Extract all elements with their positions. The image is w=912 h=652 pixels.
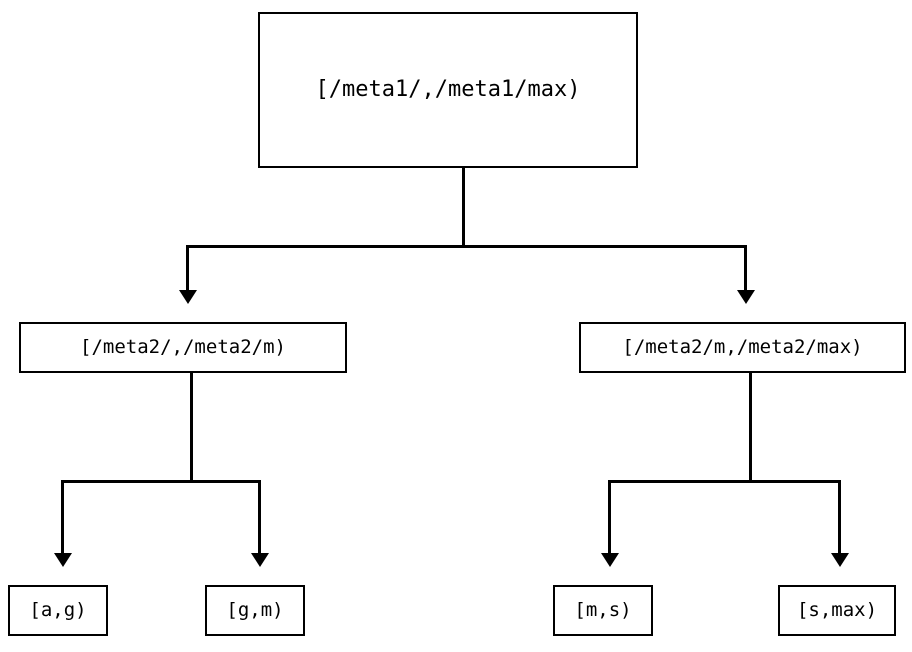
arrowhead-root-to-mid-left — [179, 290, 197, 304]
tree-node-leaf-3-label: [m,s) — [574, 599, 632, 621]
arrowhead-root-to-mid-right — [737, 290, 755, 304]
edge-root-to-mid-left-drop — [186, 245, 189, 292]
tree-node-mid-left-label: [/meta2/,/meta2/m) — [80, 336, 286, 358]
tree-node-root[interactable]: [/meta1/,/meta1/max) — [258, 12, 638, 168]
edge-mid-left-to-leaf-2-drop — [258, 480, 261, 555]
arrowhead-mid-right-to-leaf-3 — [601, 553, 619, 567]
tree-node-mid-right[interactable]: [/meta2/m,/meta2/max) — [579, 322, 906, 373]
edge-mid-left-trunk — [190, 373, 193, 483]
tree-node-leaf-4-label: [s,max) — [796, 599, 878, 621]
tree-node-leaf-3[interactable]: [m,s) — [553, 585, 653, 636]
tree-node-leaf-2[interactable]: [g,m) — [205, 585, 305, 636]
tree-node-root-label: [/meta1/,/meta1/max) — [315, 77, 581, 102]
edge-root-trunk — [462, 168, 465, 247]
arrowhead-mid-left-to-leaf-1 — [54, 553, 72, 567]
edge-mid-left-to-leaf-1-drop — [61, 480, 64, 555]
tree-node-leaf-4[interactable]: [s,max) — [778, 585, 896, 636]
tree-node-leaf-1[interactable]: [a,g) — [8, 585, 108, 636]
tree-node-mid-left[interactable]: [/meta2/,/meta2/m) — [19, 322, 347, 373]
edge-mid-right-to-leaf-4-drop — [838, 480, 841, 555]
edge-root-crossbar — [186, 245, 744, 248]
tree-node-leaf-2-label: [g,m) — [226, 599, 284, 621]
arrowhead-mid-right-to-leaf-4 — [831, 553, 849, 567]
edge-root-to-mid-right-drop — [744, 245, 747, 292]
edge-mid-right-trunk — [749, 373, 752, 483]
tree-node-leaf-1-label: [a,g) — [29, 599, 87, 621]
edge-mid-left-crossbar — [61, 480, 261, 483]
tree-node-mid-right-label: [/meta2/m,/meta2/max) — [622, 336, 863, 358]
edge-mid-right-to-leaf-3-drop — [608, 480, 611, 555]
arrowhead-mid-left-to-leaf-2 — [251, 553, 269, 567]
edge-mid-right-crossbar — [608, 480, 841, 483]
